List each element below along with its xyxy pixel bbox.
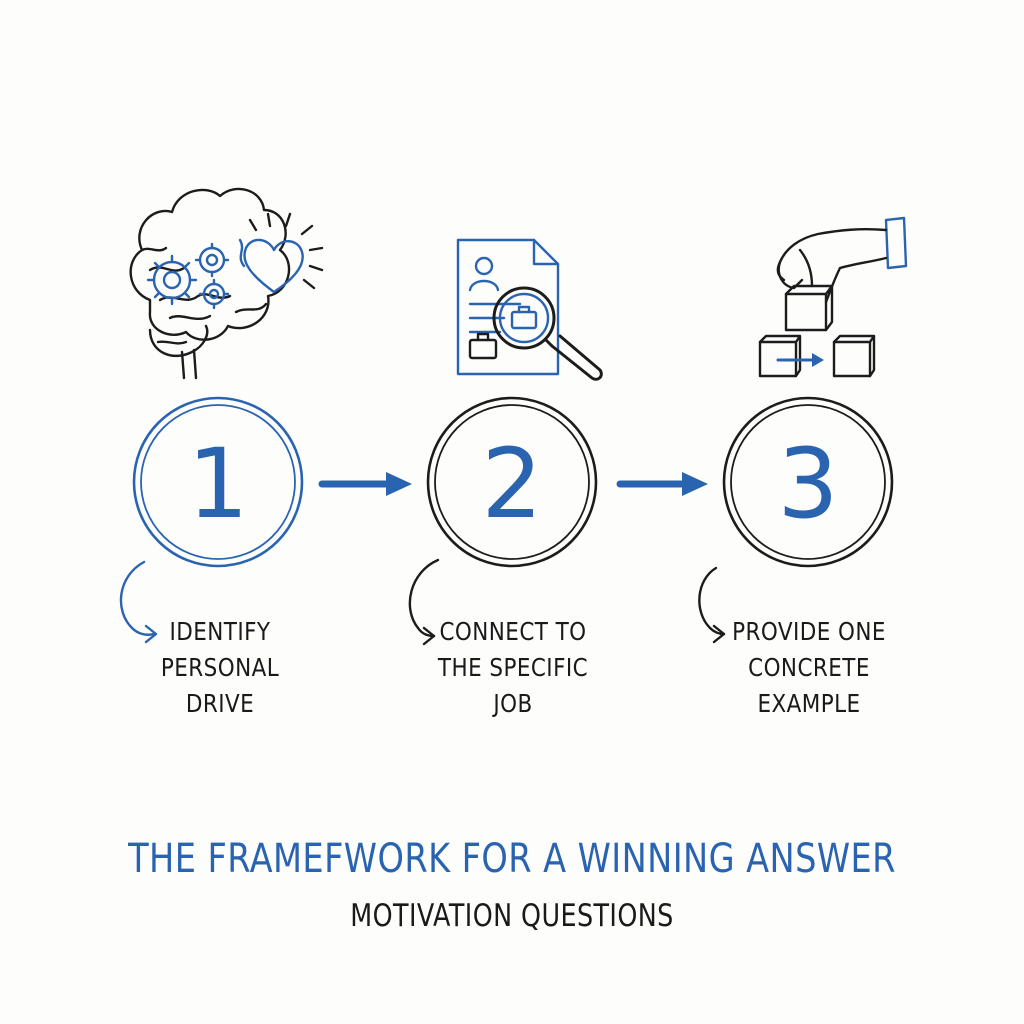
pointer-arrow-2 bbox=[408, 558, 440, 646]
step-1-label-line: PERSONAL bbox=[160, 653, 280, 682]
framework-title: THE FRAMEFWORK FOR A WINNING ANSWER bbox=[128, 836, 896, 882]
arrow-2-to-3 bbox=[616, 472, 708, 496]
step-2-label: CONNECT TO THE SPECIFIC JOB bbox=[410, 614, 616, 722]
arrow-1-to-2 bbox=[318, 472, 412, 496]
step-3-label: PROVIDE ONE CONCRETE EXAMPLE bbox=[706, 614, 912, 722]
brain-gears-heart-icon bbox=[129, 187, 324, 380]
step-3-circle: 3 bbox=[722, 396, 894, 568]
step-3-number: 3 bbox=[777, 428, 838, 540]
step-1-label-line: IDENTIFY bbox=[169, 617, 271, 646]
step-3-label-line: PROVIDE ONE bbox=[732, 617, 886, 646]
hand-placing-blocks-icon bbox=[758, 216, 908, 378]
step-3-label-line: EXAMPLE bbox=[757, 689, 861, 718]
resume-magnifier-icon bbox=[456, 238, 603, 381]
step-1-number: 1 bbox=[187, 428, 248, 540]
pointer-arrow-1 bbox=[119, 560, 158, 644]
step-1-label: IDENTIFY PERSONAL DRIVE bbox=[117, 614, 323, 722]
step-2-circle: 2 bbox=[426, 396, 598, 568]
step-2-number: 2 bbox=[481, 428, 542, 540]
step-2-label-line: JOB bbox=[493, 689, 533, 718]
pointer-arrow-3 bbox=[698, 566, 726, 644]
step-1-circle: 1 bbox=[132, 396, 304, 568]
step-2-label-line: CONNECT TO bbox=[439, 617, 587, 646]
step-2-label-line: THE SPECIFIC bbox=[437, 653, 589, 682]
step-1-label-line: DRIVE bbox=[185, 689, 255, 718]
framework-subtitle: MOTIVATION QUESTIONS bbox=[350, 898, 674, 934]
step-3-label-line: CONCRETE bbox=[748, 653, 870, 682]
